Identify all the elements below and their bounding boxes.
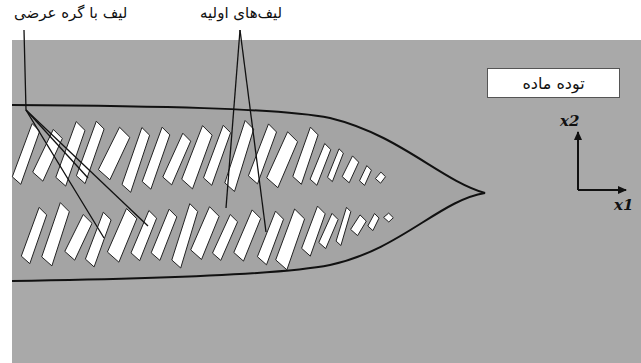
axes bbox=[578, 132, 626, 190]
fiber-group bbox=[12, 121, 393, 270]
fiber bbox=[172, 204, 198, 268]
axis-label: x1 bbox=[614, 196, 633, 214]
fiber bbox=[225, 121, 254, 192]
fiber bbox=[151, 209, 177, 260]
fiber bbox=[319, 213, 338, 248]
process-zone-outline bbox=[12, 105, 485, 281]
fiber bbox=[267, 132, 298, 188]
fiber bbox=[276, 209, 305, 270]
box-label: توده ماده bbox=[522, 74, 584, 93]
fiber-label: لیف‌های اولیه bbox=[200, 4, 282, 22]
axis-label: x2 bbox=[560, 112, 579, 130]
fiber bbox=[302, 206, 326, 256]
fiber bbox=[375, 172, 385, 183]
material-ground bbox=[12, 40, 641, 363]
fiber bbox=[42, 203, 70, 266]
fiber bbox=[85, 212, 111, 267]
fiber bbox=[310, 144, 331, 186]
fiber bbox=[360, 166, 372, 186]
fiber bbox=[234, 210, 261, 261]
fiber bbox=[342, 156, 359, 183]
fiber-label: لیف با گره عرضی bbox=[14, 4, 127, 22]
fiber bbox=[98, 127, 129, 180]
fiber bbox=[351, 215, 367, 236]
fiber bbox=[213, 215, 238, 261]
legend-box: توده ماده bbox=[487, 68, 620, 98]
fiber bbox=[368, 214, 379, 231]
leader-lines bbox=[24, 30, 266, 238]
fiber bbox=[336, 207, 351, 245]
fiber bbox=[76, 121, 104, 183]
fiber bbox=[384, 213, 394, 222]
fiber bbox=[328, 149, 344, 182]
